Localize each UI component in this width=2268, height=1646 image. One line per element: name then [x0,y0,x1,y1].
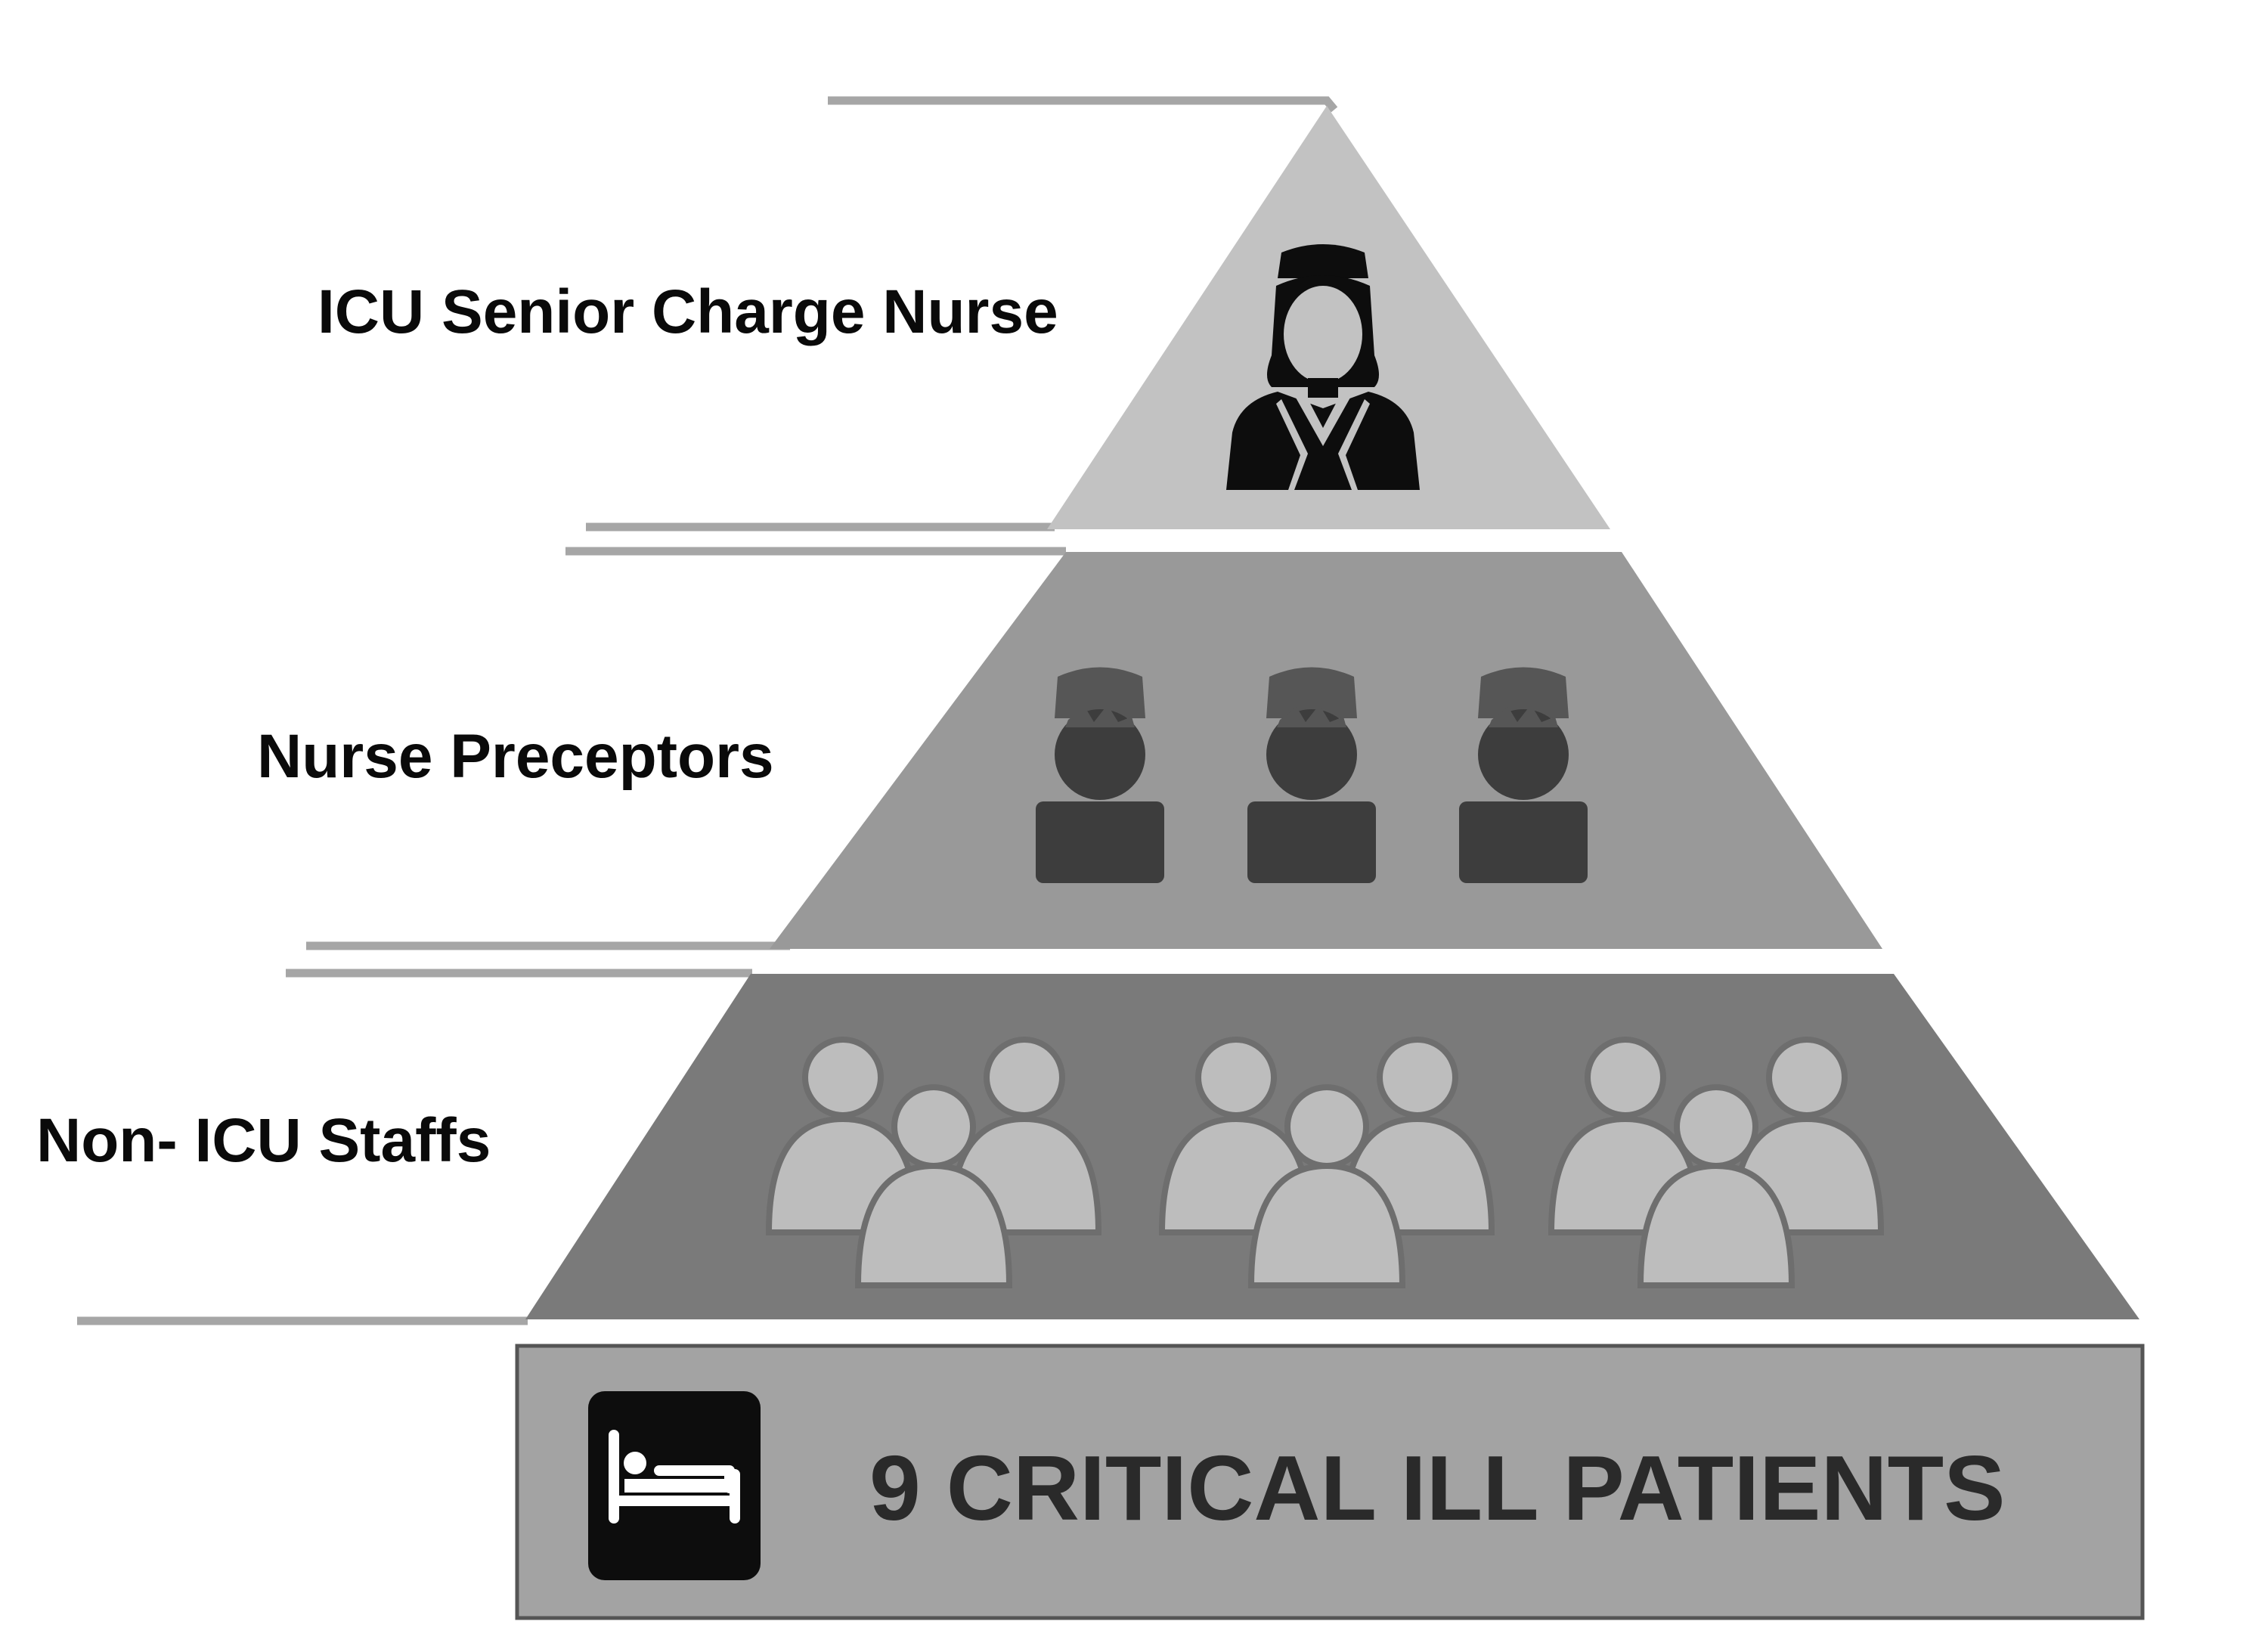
tier-bottom-label: Non- ICU Staffs [36,1106,491,1175]
leader-line-top-upper [828,96,1338,113]
tier-middle: Nurse Preceptors [257,552,1882,949]
nurse-icon [1459,667,1588,883]
nurse-icon [1036,667,1164,883]
staff-group-icon [765,1037,1102,1288]
patients-base-label: 9 CRITICAL ILL PATIENTS [869,1437,2005,1539]
senior-nurse-icon [1226,244,1420,490]
tier-top: ICU Senior Charge Nurse [318,106,1610,529]
patients-base-box [515,1344,2145,1620]
hospital-bed-icon [588,1391,761,1580]
tier-top-label: ICU Senior Charge Nurse [318,277,1058,346]
nurse-icon [1247,667,1376,883]
staff-group-icon [1548,1037,1885,1288]
staff-group-icon [1158,1037,1495,1288]
patients-base: 9 CRITICAL ILL PATIENTS [515,1344,2145,1620]
leader-lines [77,96,1338,1325]
tier-middle-label: Nurse Preceptors [257,722,774,791]
tier-bottom: Non- ICU Staffs [36,974,2139,1319]
